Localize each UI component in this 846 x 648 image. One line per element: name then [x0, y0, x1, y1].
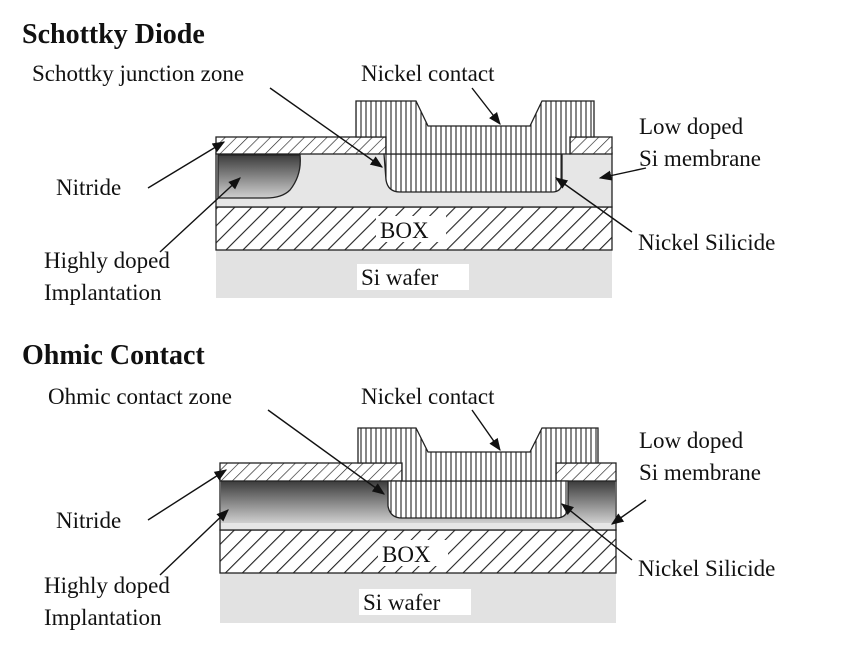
schottky-nickel-contact-label: Nickel contact — [361, 61, 495, 86]
schottky-nitride-label: Nitride — [56, 175, 121, 200]
ohmic-nitride-label: Nitride — [56, 508, 121, 533]
ohmic-nickel-contact — [357, 427, 599, 482]
schottky-title: Schottky Diode — [22, 19, 205, 50]
schottky-section: Schottky Diode BOX Si wafer Schottky jun… — [22, 19, 775, 305]
ohmic-nickel-silicide-label: Nickel Silicide — [638, 556, 775, 581]
ohmic-wafer-label-bg — [359, 589, 471, 615]
schottky-implant-label-1: Highly doped — [44, 248, 170, 273]
ohmic-wafer-label: Si wafer — [363, 590, 441, 615]
schottky-nickel-contact — [355, 100, 595, 155]
ohmic-box-label: BOX — [382, 542, 431, 567]
ohmic-nickel-contact-label: Nickel contact — [361, 384, 495, 409]
schottky-implantation — [217, 154, 301, 199]
ohmic-box-label-bg — [378, 540, 448, 566]
schottky-implant-leader — [159, 177, 241, 253]
schottky-nitride-right — [569, 136, 613, 155]
schottky-silicide-leader — [554, 177, 633, 233]
schottky-low-doped-label-1: Low doped — [639, 114, 744, 139]
ohmic-low-doped-label-2: Si membrane — [639, 460, 761, 485]
ohmic-zone-leader — [267, 409, 386, 495]
ohmic-implant-label-2: Implantation — [44, 605, 162, 630]
schottky-nickel-silicide — [383, 153, 563, 193]
schottky-junction-zone-label: Schottky junction zone — [32, 61, 244, 86]
schottky-membrane-leader — [598, 167, 647, 181]
schottky-nickel-silicide-label: Nickel Silicide — [638, 230, 775, 255]
ohmic-contact-leader — [471, 409, 501, 452]
ohmic-implant-label-1: Highly doped — [44, 573, 170, 598]
schottky-contact-leader — [471, 87, 501, 125]
schottky-junction-leader — [269, 87, 384, 168]
ohmic-contact-zone-label: Ohmic contact zone — [48, 384, 232, 409]
ohmic-low-doped-label-1: Low doped — [639, 428, 744, 453]
ohmic-section: Ohmic Contact BOX Si wafer Ohmic contact… — [22, 340, 775, 630]
schottky-implant-label-2: Implantation — [44, 280, 162, 305]
ohmic-silicide-leader — [561, 503, 633, 561]
schottky-wafer-label: Si wafer — [361, 265, 439, 290]
schottky-wafer-label-bg — [357, 264, 469, 290]
schottky-box-label: BOX — [380, 218, 429, 243]
ohmic-nitride-left — [219, 462, 403, 482]
ohmic-nickel-silicide — [387, 480, 569, 519]
ohmic-membrane-leader — [610, 499, 647, 525]
ohmic-title: Ohmic Contact — [22, 340, 205, 371]
ohmic-nitride-right — [555, 462, 617, 482]
ohmic-implant-leader — [159, 509, 229, 576]
schottky-low-doped-label-2: Si membrane — [639, 146, 761, 171]
schottky-box-label-bg — [376, 216, 446, 242]
ohmic-nitride-leader — [147, 469, 228, 521]
schottky-nitride-leader — [147, 141, 226, 189]
